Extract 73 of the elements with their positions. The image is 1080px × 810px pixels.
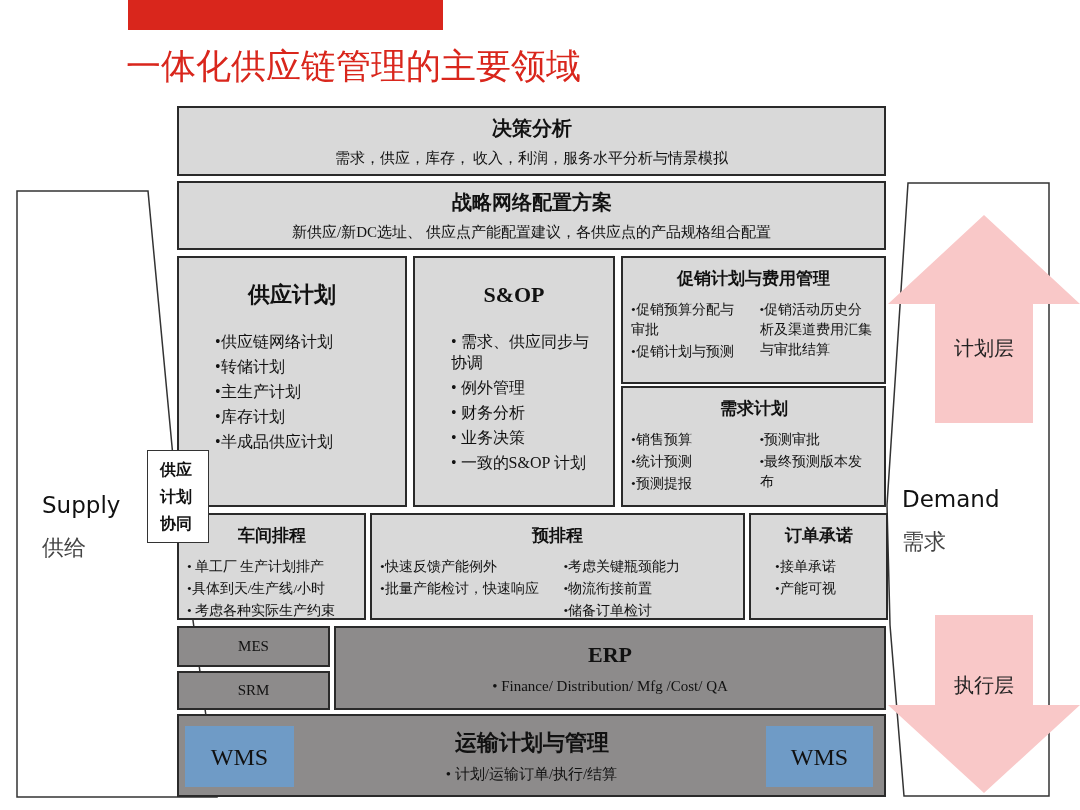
box-heading: ERP — [588, 641, 632, 670]
bullet-item: •促销活动历史分析及渠道费用汇集与审批结算 — [759, 300, 873, 359]
bullet-item: • 需求、供应同步与协调 — [451, 332, 590, 373]
bullet-item: •半成品供应计划 — [215, 432, 334, 452]
box-heading: 战略网络配置方案 — [451, 190, 612, 216]
module-box — [413, 256, 615, 507]
bullet-item: •销售预算 — [631, 430, 693, 449]
bullet-item: • 例外管理 — [451, 378, 526, 398]
label-box — [147, 450, 209, 543]
module-box — [621, 386, 886, 507]
bullet-item: • 考虑各种实际生产约束 — [187, 601, 336, 620]
box-heading: 促销计划与费用管理 — [677, 268, 830, 290]
box-label: 供应计划协同 — [160, 460, 194, 534]
side-label: Demand — [902, 485, 1000, 514]
box-text: 需求，供应，库存， 收入，利润，服务水平分析与情景模拟 — [334, 148, 729, 168]
module-box — [749, 513, 888, 620]
bullet-item: •批量产能检讨，快速响应 — [380, 579, 540, 598]
box-heading: 运输计划与管理 — [454, 728, 609, 757]
box-heading: S&OP — [483, 281, 545, 309]
bullet-item: •产能可视 — [774, 579, 836, 598]
bullet-item: •库存计划 — [215, 407, 286, 427]
side-label: 需求 — [902, 527, 947, 556]
module-box — [177, 106, 886, 176]
box-heading: 车间排程 — [237, 525, 306, 547]
box-label: WMS — [790, 742, 849, 772]
bullet-item: •促销预算分配与审批 — [631, 300, 735, 339]
bullet-item: •物流衔接前置 — [563, 579, 654, 598]
module-box — [177, 256, 407, 507]
box-label: WMS — [210, 742, 269, 772]
module-box — [177, 181, 886, 250]
module-box — [621, 256, 886, 384]
box-heading: 供应计划 — [248, 281, 336, 309]
bullet-item: • 财务分析 — [451, 403, 526, 423]
bullet-item: •储备订单检讨 — [563, 601, 654, 620]
module-box — [177, 626, 330, 667]
up-arrow — [888, 215, 1080, 423]
bullet-item: •考虑关键瓶颈能力 — [563, 557, 682, 576]
down-arrow — [888, 615, 1080, 793]
module-box — [185, 726, 294, 787]
bullet-item: • 业务决策 — [451, 428, 526, 448]
module-box — [334, 626, 886, 710]
arrow-label: 执行层 — [954, 672, 1014, 699]
box-heading: 预排程 — [532, 525, 583, 547]
module-box — [177, 513, 366, 620]
box-text: • 计划/运输订单/执行/结算 — [445, 764, 618, 784]
bullet-item: • 一致的S&OP 计划 — [451, 453, 587, 473]
title: 一体化供应链管理的主要领域 — [126, 45, 581, 88]
bullet-item: •预测提报 — [631, 474, 693, 493]
bullet-item: • 单工厂 生产计划排产 — [187, 557, 325, 576]
box-heading: 订单承诺 — [784, 525, 853, 547]
module-box — [177, 671, 330, 710]
side-label: 供给 — [42, 533, 87, 562]
box-text: 新供应/新DC选址、 供应点产能配置建议，各供应点的产品规格组合配置 — [292, 223, 771, 243]
bullet-item: •主生产计划 — [215, 382, 302, 402]
box-label: SRM — [237, 681, 270, 701]
module-box — [766, 726, 873, 787]
bullet-item: •接单承诺 — [774, 557, 836, 576]
box-heading: 需求计划 — [719, 398, 788, 420]
box-label: MES — [238, 637, 269, 657]
arrow-label: 计划层 — [954, 335, 1014, 362]
bullet-item: •促销计划与预测 — [631, 342, 735, 361]
bullet-item: •最终预测版本发布 — [759, 452, 864, 491]
bullet-item: •统计预测 — [631, 452, 693, 471]
bullet-item: •供应链网络计划 — [215, 332, 334, 352]
bullet-item: •具体到天/生产线/小时 — [187, 579, 326, 598]
bullet-item: •快速反馈产能例外 — [380, 557, 498, 576]
module-box — [177, 714, 886, 797]
bullet-item: •预测审批 — [759, 430, 822, 449]
side-label: Supply — [42, 491, 121, 520]
box-heading: 决策分析 — [491, 115, 572, 141]
module-box — [370, 513, 745, 620]
box-text: • Finance/ Distribution/ Mfg /Cost/ QA — [492, 677, 728, 697]
bullet-item: •转储计划 — [215, 357, 286, 377]
